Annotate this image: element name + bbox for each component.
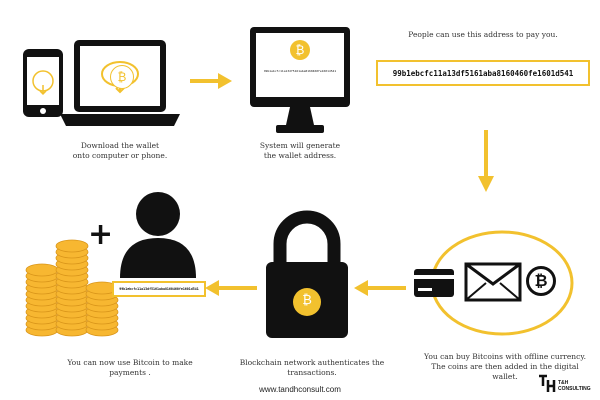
user-address: 99b1ebcfc11a13df5161aba8160460fe1601d541 — [119, 287, 199, 291]
padlock-icon — [266, 210, 348, 338]
bitcoin-icon: ₿ — [290, 40, 310, 60]
footer-url: www.tandhconsult.com — [259, 385, 341, 394]
brand-logo-icon — [539, 374, 556, 392]
envelope-icon — [464, 262, 522, 302]
phone-icon — [23, 49, 63, 117]
plus-sign: + — [88, 217, 114, 252]
brand-name: T&H CONSULTING — [558, 380, 591, 392]
brand-line1: T&H — [558, 380, 569, 386]
wallet-address: 99b1ebcfc11a13df5161aba8160460fe1601d541 — [392, 68, 574, 78]
download-caption: Download the wallet onto computer or pho… — [72, 141, 168, 160]
bitcoin-icon: ₿ — [526, 266, 556, 296]
user-address-box: 99b1ebcfc11a13df5161aba8160460fe1601d541 — [112, 281, 206, 297]
wallet-address-box: 99b1ebcfc11a13df5161aba8160460fe1601d541 — [376, 60, 590, 86]
bitcoin-icon: ₿ — [110, 65, 134, 89]
arrow-icon — [478, 130, 494, 192]
user-icon — [120, 192, 196, 278]
arrow-icon — [190, 73, 232, 89]
brand-line2: CONSULTING — [558, 386, 591, 392]
address-caption: People can use this address to pay you. — [408, 30, 558, 39]
arrow-icon — [205, 280, 257, 296]
coin-stack-icon — [25, 239, 119, 337]
arrow-icon — [354, 280, 406, 296]
credit-card-icon — [414, 269, 454, 297]
bitcoin-icon: ₿ — [302, 293, 312, 308]
generate-caption: System will generate the wallet address. — [259, 141, 341, 160]
buy-caption: You can buy Bitcoins with offline curren… — [424, 352, 586, 381]
authenticate-caption: Blockchain network authenticates the tra… — [239, 358, 385, 377]
monitor-address-text: 99b1ebcfc11a13df5161aba8160460fe1601d541 — [263, 69, 337, 73]
use-caption: You can now use Bitcoin to make payments… — [67, 358, 193, 377]
